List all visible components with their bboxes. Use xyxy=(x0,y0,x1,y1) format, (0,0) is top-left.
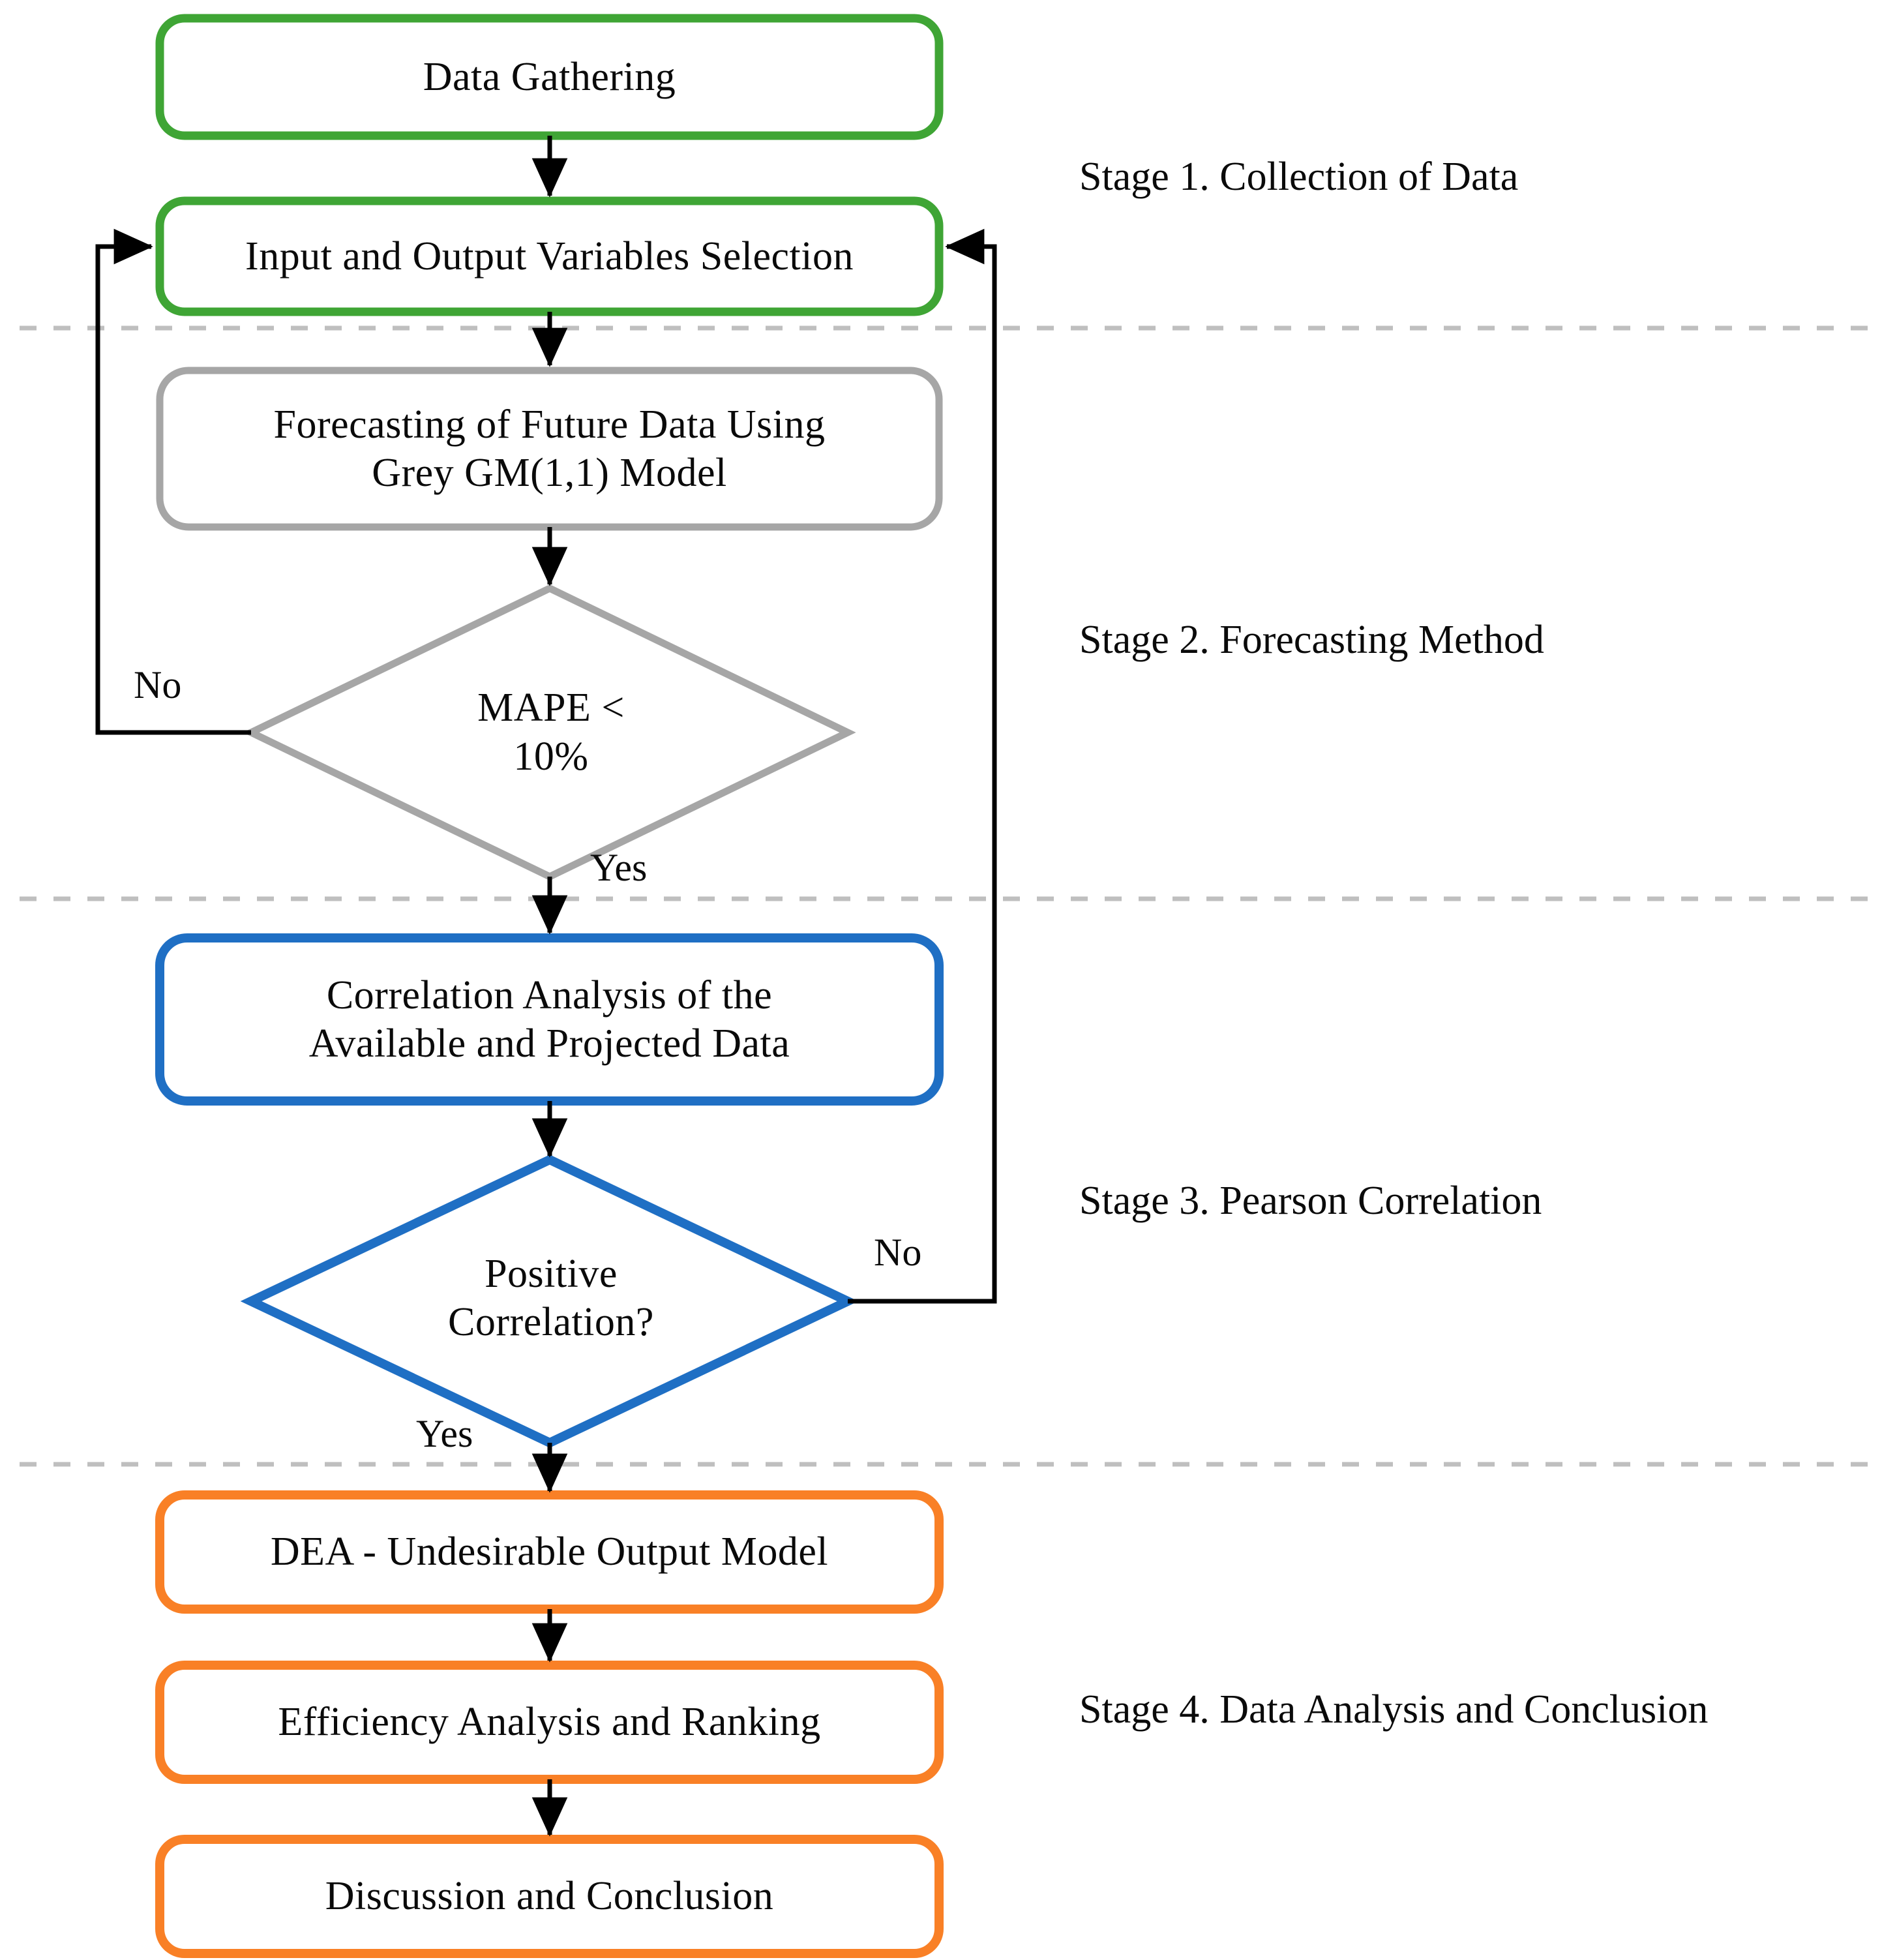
edge-label-mape-yes: Yes xyxy=(590,846,648,889)
node-correlation-analysis xyxy=(155,933,944,1106)
stage-label-2: Stage 2. Forecasting Method xyxy=(1079,618,1544,662)
node-dea-undesirable xyxy=(155,1490,944,1614)
node-variables-selection xyxy=(155,196,944,316)
edge-label-correlation-yes: Yes xyxy=(416,1412,473,1455)
stage-label-1: Stage 1. Collection of Data xyxy=(1079,155,1519,199)
edge-label-correlation-no: No xyxy=(874,1231,922,1274)
node-data-gathering xyxy=(155,14,944,140)
stage-label-3: Stage 3. Pearson Correlation xyxy=(1079,1179,1542,1223)
node-mape-decision xyxy=(243,584,856,881)
node-discussion-conclusion xyxy=(155,1835,944,1958)
node-efficiency-ranking xyxy=(155,1661,944,1784)
edge-correlation-no-feedback xyxy=(848,228,997,1304)
edge-mape-no-feedback xyxy=(95,228,251,735)
node-positive-correlation xyxy=(240,1154,859,1448)
edge-label-mape-no: No xyxy=(134,663,182,706)
stage-label-4: Stage 4. Data Analysis and Conclusion xyxy=(1079,1687,1709,1732)
node-forecasting-grey-gm xyxy=(156,367,943,531)
